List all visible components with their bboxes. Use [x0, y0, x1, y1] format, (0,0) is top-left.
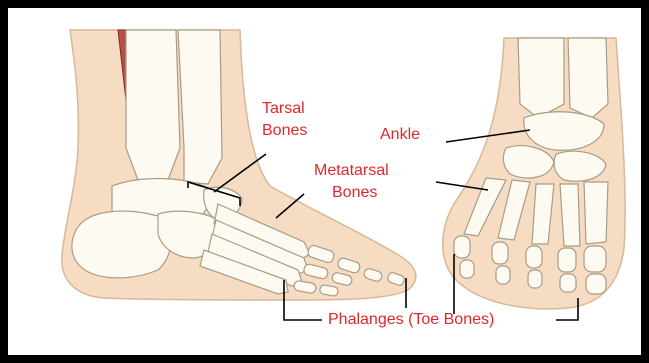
tarsal-label-line-1: Tarsal — [262, 100, 307, 118]
tarsal-bones-label: Tarsal Bones — [262, 100, 307, 140]
phalanges-label: Phalanges (Toe Bones) — [328, 311, 494, 329]
leg-bones — [126, 30, 222, 184]
metatarsal-bones-label: Metatarsal Bones — [314, 162, 389, 202]
metatarsal-label-line-2: Bones — [314, 184, 389, 202]
tarsal-label-line-2: Bones — [262, 122, 307, 140]
top-view-foot — [443, 38, 625, 309]
metatarsal-label-line-1: Metatarsal — [314, 162, 389, 180]
ankle-label: Ankle — [380, 126, 420, 144]
